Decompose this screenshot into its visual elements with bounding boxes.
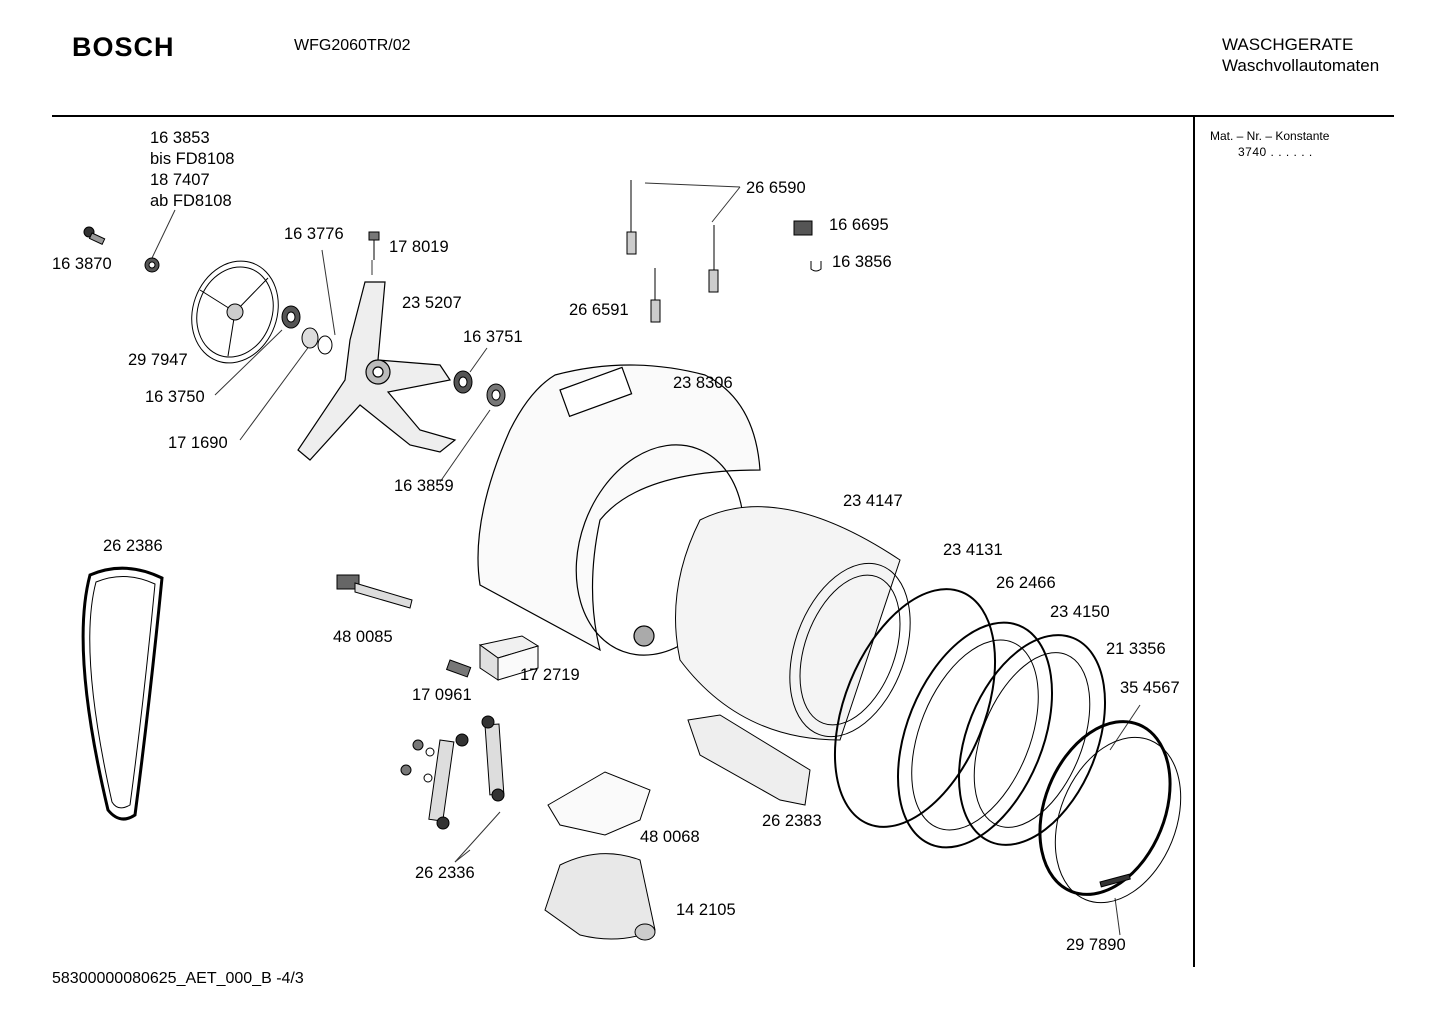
material-number-value: 3740 . . . . . . [1238, 145, 1313, 159]
mounting-plate [548, 772, 650, 835]
subcategory-title: Waschvollautomaten [1222, 56, 1380, 75]
part-label: 16 3870 [52, 255, 112, 273]
drive-belt [83, 568, 162, 819]
bearings [282, 306, 505, 406]
bolt-part [369, 232, 379, 260]
leader-lines [152, 183, 1140, 935]
part-label: 26 2383 [762, 812, 822, 830]
part-label: 17 8019 [389, 238, 449, 256]
part-label: 26 2386 [103, 537, 163, 555]
protective-cover [688, 715, 810, 805]
part-label: 23 5207 [402, 294, 462, 312]
suspension-springs [627, 180, 718, 322]
part-label: 16 6695 [829, 216, 889, 234]
model-number: WFG2060TR/02 [294, 37, 411, 54]
material-number-title: Mat. – Nr. – Konstante [1210, 129, 1330, 143]
part-label: 26 2336 [415, 864, 475, 882]
part-label: 16 3859 [394, 477, 454, 495]
part-label: 16 3750 [145, 388, 205, 406]
part-label: 26 6590 [746, 179, 806, 197]
drive-motor [545, 854, 655, 940]
drum-cross-spider [298, 282, 455, 460]
part-label: bis FD8108 [150, 150, 235, 168]
category-title: WASCHGERATE [1222, 35, 1354, 54]
part-label: 23 4147 [843, 492, 903, 510]
door-rings [803, 566, 1193, 922]
part-label: 26 2466 [996, 574, 1056, 592]
part-label: 35 4567 [1120, 679, 1180, 697]
part-label: 16 3776 [284, 225, 344, 243]
part-label: 48 0085 [333, 628, 393, 646]
exploded-parts-diagram [0, 0, 1193, 965]
part-label: 29 7947 [128, 351, 188, 369]
inner-drum [676, 507, 933, 754]
shock-absorbers [401, 716, 504, 829]
part-label: 23 4131 [943, 541, 1003, 559]
part-label: 23 8306 [673, 374, 733, 392]
screw-part [84, 227, 105, 244]
part-label: 21 3356 [1106, 640, 1166, 658]
outer-tub [478, 365, 772, 679]
part-label: 29 7890 [1066, 936, 1126, 954]
sidebar-divider [1193, 117, 1195, 967]
drum-pulley [178, 249, 293, 375]
part-label: 26 6591 [569, 301, 629, 319]
brand-logo: BOSCH [72, 32, 175, 62]
part-label: 16 3856 [832, 253, 892, 271]
part-label: 16 3751 [463, 328, 523, 346]
part-label: 48 0068 [640, 828, 700, 846]
part-label: 18 7407 [150, 171, 210, 189]
part-label: 14 2105 [676, 901, 736, 919]
part-label: 16 3853 [150, 129, 210, 147]
part-label: 23 4150 [1050, 603, 1110, 621]
heater-element [337, 575, 412, 608]
part-label: 17 0961 [412, 686, 472, 704]
part-label: 17 2719 [520, 666, 580, 684]
filter-box [480, 636, 538, 680]
part-label: 17 1690 [168, 434, 228, 452]
document-code: 58300000080625_AET_000_B -4/3 [52, 970, 304, 987]
header-divider [52, 115, 1394, 117]
part-label: ab FD8108 [150, 192, 232, 210]
